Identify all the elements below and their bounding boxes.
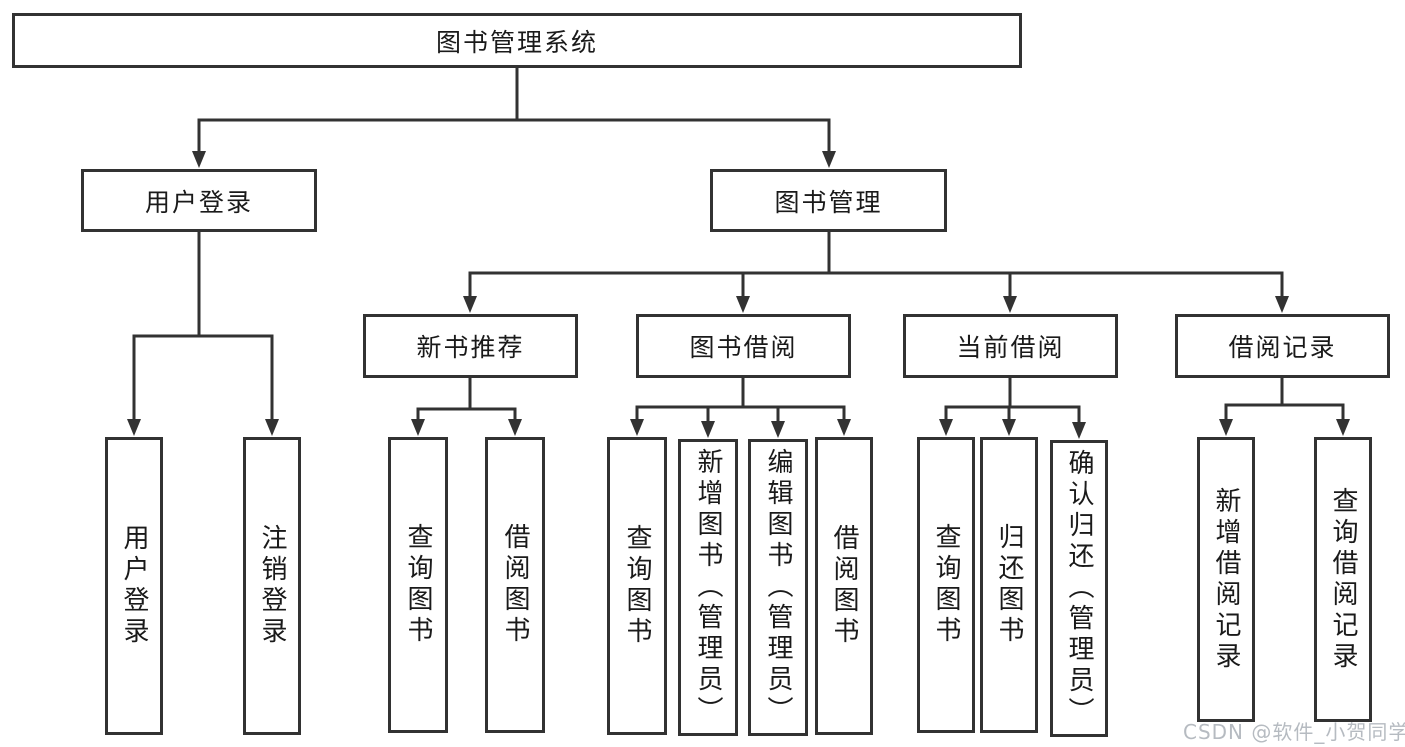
leaf-return-book: 归还图书 <box>980 437 1038 733</box>
leaf-add-borrow-record: 新增借阅记录 <box>1197 437 1255 722</box>
node-current-borrow: 当前借阅 <box>903 314 1118 378</box>
leaf-query-borrow-record: 查询借阅记录 <box>1314 437 1372 722</box>
leaf-logout: 注销登录 <box>243 437 301 735</box>
node-book-borrow: 图书借阅 <box>636 314 851 378</box>
node-library-management-system: 图书管理系统 <box>12 13 1022 68</box>
leaf-user-login: 用户登录 <box>105 437 163 735</box>
node-book-management: 图书管理 <box>710 169 947 232</box>
leaf-borrow-books: 借阅图书 <box>815 437 873 735</box>
leaf-add-book-admin: 新增图书（管理员） <box>678 439 738 736</box>
node-user-login: 用户登录 <box>81 169 317 232</box>
csdn-watermark: CSDN @软件_小贺同学 <box>1183 720 1405 744</box>
leaf-query-books-recommend: 查询图书 <box>388 437 448 733</box>
node-borrow-records: 借阅记录 <box>1175 314 1390 378</box>
leaf-borrow-books-recommend: 借阅图书 <box>485 437 545 733</box>
leaf-edit-book-admin: 编辑图书（管理员） <box>748 439 808 736</box>
leaf-query-books-current: 查询图书 <box>917 437 975 733</box>
leaf-query-books-borrow: 查询图书 <box>607 437 667 735</box>
leaf-confirm-return-admin: 确认归还（管理员） <box>1050 440 1108 737</box>
node-new-book-recommend: 新书推荐 <box>363 314 578 378</box>
